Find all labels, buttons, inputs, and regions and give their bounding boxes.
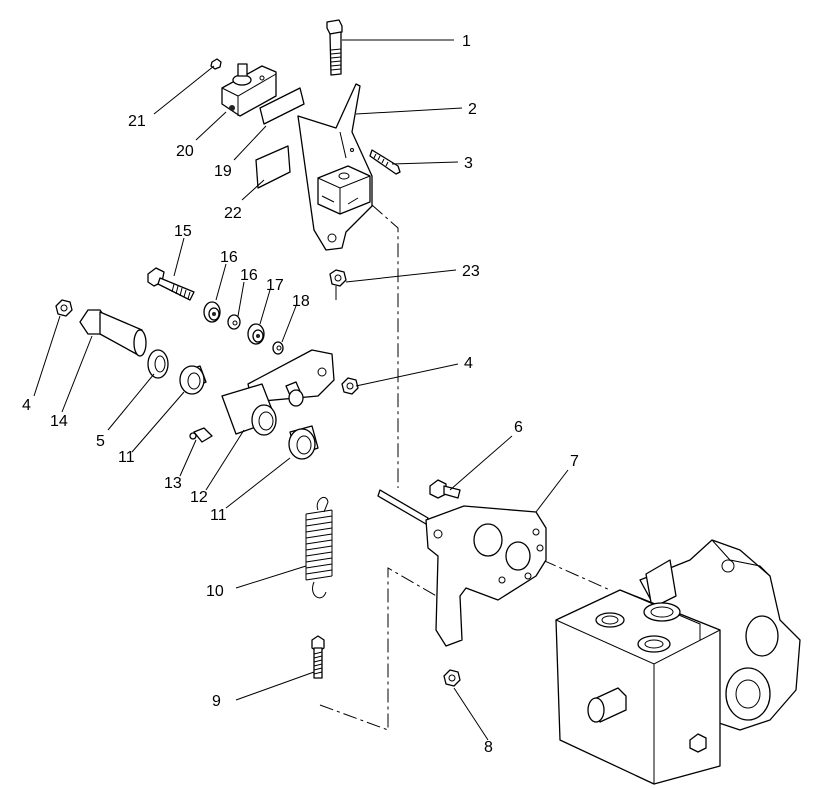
callout-3: 3: [464, 155, 473, 172]
callout-9: 9: [212, 693, 221, 710]
part-14-pivot-bolt: [79, 309, 147, 357]
part-9-bolt: [311, 635, 325, 679]
part-16-bearing-a: [203, 301, 221, 323]
part-13-grease-fitting: [189, 427, 213, 443]
callout-23: 23: [462, 263, 480, 280]
callout-4: 4: [22, 397, 31, 414]
assembly-centerlines: [319, 204, 611, 731]
callout-1: 1: [462, 33, 471, 50]
callout-8: 8: [484, 739, 493, 756]
callout-6: 6: [514, 419, 523, 436]
leader-lines: [33, 39, 569, 741]
callout-22: 22: [224, 205, 242, 222]
callout-11: 11: [118, 449, 135, 466]
part-6-bolt: [429, 479, 461, 499]
callout-16: 16: [220, 249, 238, 266]
part-22-insulator: [255, 145, 291, 189]
callout-10: 10: [206, 583, 224, 600]
part-18-washer: [272, 341, 284, 355]
callout-7: 7: [570, 453, 579, 470]
callout-17: 16: [240, 267, 258, 284]
part-16-bearing-b: [247, 323, 265, 345]
callout-5: 5: [96, 433, 105, 450]
part-10-spring: [305, 497, 333, 599]
part-5-washer: [147, 349, 169, 379]
part-7-pump-bracket: [425, 505, 547, 647]
callout-11: 11: [210, 507, 227, 524]
callout-2: 2: [468, 101, 477, 118]
callout-12: 12: [190, 489, 208, 506]
pivot-arm: [221, 349, 335, 436]
part-1-bolt: [326, 19, 343, 76]
part-15-bolt: [147, 267, 195, 301]
part-17-spacer: [227, 314, 241, 330]
part-20-switch: [221, 63, 277, 117]
part-8-nut: [443, 669, 461, 687]
part-11-bushing-b: [288, 425, 319, 460]
clamp-block: [317, 165, 371, 215]
part-3-screw: [369, 149, 401, 175]
callout-15: 15: [174, 223, 192, 240]
part-2-bracket: [297, 83, 373, 251]
part-4-nut-right: [341, 377, 359, 395]
callout-20: 20: [176, 143, 194, 160]
callout-19: 19: [214, 163, 232, 180]
part-4-nut-left: [55, 299, 73, 317]
hydrostatic-pump: [555, 539, 801, 785]
callout-labels: 1 2 3 4 4 5 6 7 8 9 10 11 11 12 13 14 15…: [22, 33, 579, 756]
part-19-plate: [259, 87, 305, 125]
callout-18: 18: [292, 293, 310, 310]
callout-4: 4: [464, 355, 473, 372]
part-11-bushing-a: [179, 365, 207, 395]
callout-13: 13: [164, 475, 182, 492]
callout-16: 17: [266, 277, 284, 294]
part-23-nut: [329, 269, 347, 287]
control-rod: [377, 489, 429, 525]
callout-21: 21: [128, 113, 146, 130]
callout-14: 14: [50, 413, 68, 430]
